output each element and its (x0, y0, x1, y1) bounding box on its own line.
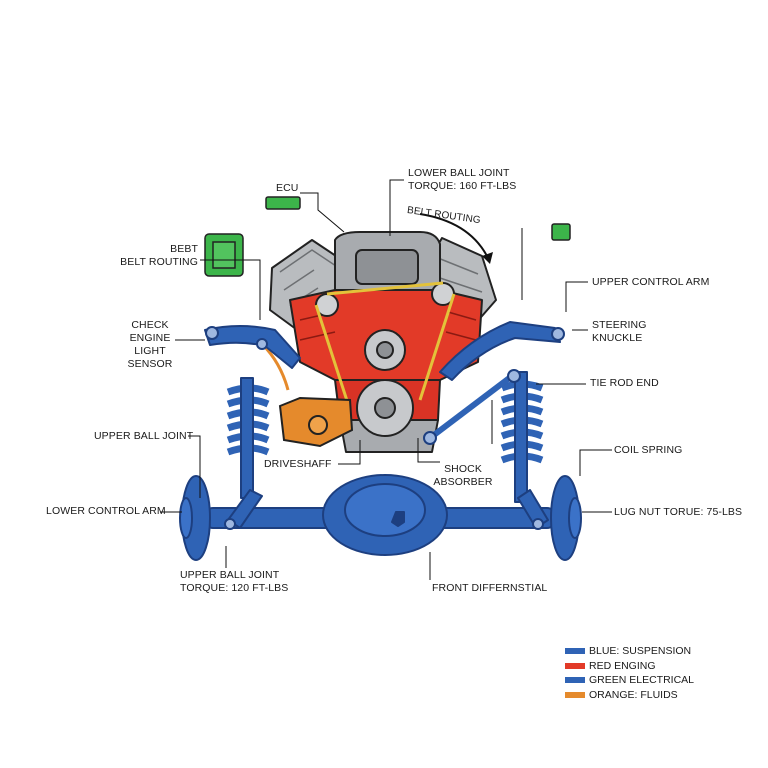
legend-swatch-electrical (565, 677, 585, 684)
ecu-box (265, 196, 301, 210)
label-upper-ball-joint-torque-title: UPPER BALL JOINT (180, 569, 280, 581)
label-engine: ENGINE (129, 332, 171, 344)
legend-swatch-engine (565, 662, 585, 669)
label-absorber: ABSORBER (433, 476, 493, 488)
label-knuckle: KNUCKLE (592, 332, 643, 344)
label-beet: BEBT (170, 243, 198, 255)
label-upper-ball-joint-torque: TORQUE: 120 FT-LBS (180, 582, 289, 594)
legend-swatch-fluids (565, 691, 585, 698)
legend-label-electrical: GREEN ELECTRICAL (589, 674, 695, 687)
tie-rod (428, 373, 514, 441)
serpentine-belt (314, 281, 456, 411)
label-tie-rod-end: TIE ROD END (590, 377, 659, 389)
label-lower-ball-joint-torque: TORQUE: 160 FT-LBS (408, 180, 517, 192)
legend: BLUE: SUSPENSION RED ENGING GREEN ELECTR… (565, 644, 694, 702)
belt-routing-arrowhead (482, 252, 493, 264)
belt-routing-arrow (419, 213, 489, 259)
lower-control-arm-left (227, 489, 263, 529)
label-driveshaft: DRIVESHAFF (264, 458, 332, 470)
suspension (179, 321, 582, 561)
label-lug-nut: LUG NUT TORUE: 75-LBS (614, 506, 743, 518)
shock-left (240, 377, 254, 499)
legend-label-fluids: ORANGE: FLUIDS (589, 688, 678, 701)
label-upper-ball-joint: UPPER BALL JOINT (94, 430, 194, 442)
label-check: CHECK (131, 319, 169, 331)
upper-control-arm-left (204, 325, 301, 369)
label-lower-control-arm: LOWER CONTROL ARM (46, 505, 166, 517)
label-upper-control-arm: UPPER CONTROL ARM (592, 276, 710, 288)
legend-swatch-suspension (565, 648, 585, 655)
label-ecu: ECU (276, 182, 299, 194)
label-coil-spring: COIL SPRING (614, 444, 683, 456)
shock-right (514, 371, 528, 503)
label-shock: SHOCK (444, 463, 482, 475)
leader-lines (160, 179, 612, 580)
sensor-module-right (551, 223, 571, 241)
fluid-pump (256, 338, 354, 448)
label-front-differential: FRONT DIFFERNSTIAL (432, 582, 548, 594)
engine (269, 231, 497, 453)
legend-item-engine: RED ENGING (565, 659, 694, 674)
label-light: LIGHT (134, 345, 166, 357)
legend-item-electrical: GREEN ELECTRICAL (565, 673, 694, 688)
label-steering: STEERING (592, 319, 647, 331)
legend-label-suspension: BLUE: SUSPENSION (589, 645, 692, 658)
electrical (204, 196, 571, 277)
label-belt-routing: BELT ROUTING (120, 256, 198, 268)
label-sensor: SENSOR (127, 358, 173, 370)
label-lower-ball-joint-title: LOWER BALL JOINT (408, 167, 510, 179)
legend-item-fluids: ORANGE: FLUIDS (565, 688, 694, 703)
legend-label-engine: RED ENGING (589, 659, 656, 672)
legend-item-suspension: BLUE: SUSPENSION (565, 644, 694, 659)
